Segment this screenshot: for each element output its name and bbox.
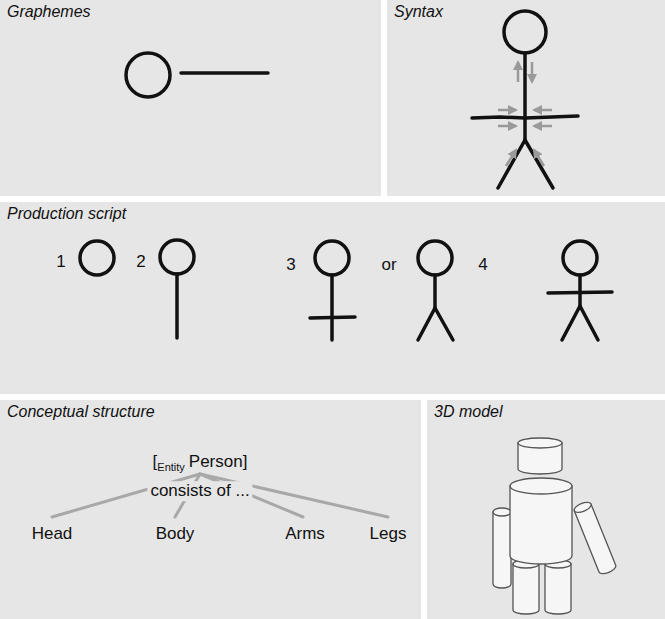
- step-number: 4: [478, 255, 487, 275]
- part-name: Head: [32, 524, 73, 544]
- stick-figure-step: [418, 241, 453, 340]
- panel-title: Syntax: [394, 3, 658, 21]
- diagram-panel: 3D model: [427, 400, 665, 619]
- diagram-panel: Graphemes: [0, 0, 381, 196]
- diagram-panel: Production script: [0, 202, 665, 394]
- relation-label: consists of ...: [147, 481, 252, 501]
- entity-subscript: Entity: [157, 461, 185, 473]
- concept-heading: [Entity Person]: [153, 452, 248, 473]
- stick-figure-complete: [548, 241, 612, 340]
- panel-title: Graphemes: [7, 3, 374, 21]
- diagram-panel: Conceptual structure: [0, 400, 421, 619]
- panel-title: 3D model: [434, 403, 658, 421]
- concept-name: Person]: [189, 452, 248, 471]
- step-number: 1: [56, 252, 65, 272]
- grapheme-shapes: [126, 53, 268, 97]
- diagram-panel: Syntax: [387, 0, 665, 196]
- part-name: Legs: [370, 524, 407, 544]
- part-name: Body: [156, 524, 195, 544]
- stick-figure-step: [160, 240, 194, 338]
- syntax-arrows: [498, 62, 552, 166]
- syntax-figure: [472, 11, 578, 188]
- stick-figure-step: [80, 241, 114, 275]
- bracket: [: [153, 452, 158, 471]
- part-name: Arms: [285, 524, 325, 544]
- step-number: 3: [286, 255, 295, 275]
- cylinder-model: [493, 438, 617, 614]
- panel-title: Conceptual structure: [7, 403, 414, 421]
- panel-title: Production script: [7, 205, 658, 223]
- tree-branches: [52, 474, 388, 517]
- step-number: 2: [136, 252, 145, 272]
- connective-word: or: [381, 255, 396, 275]
- stick-figure-step: [310, 241, 355, 340]
